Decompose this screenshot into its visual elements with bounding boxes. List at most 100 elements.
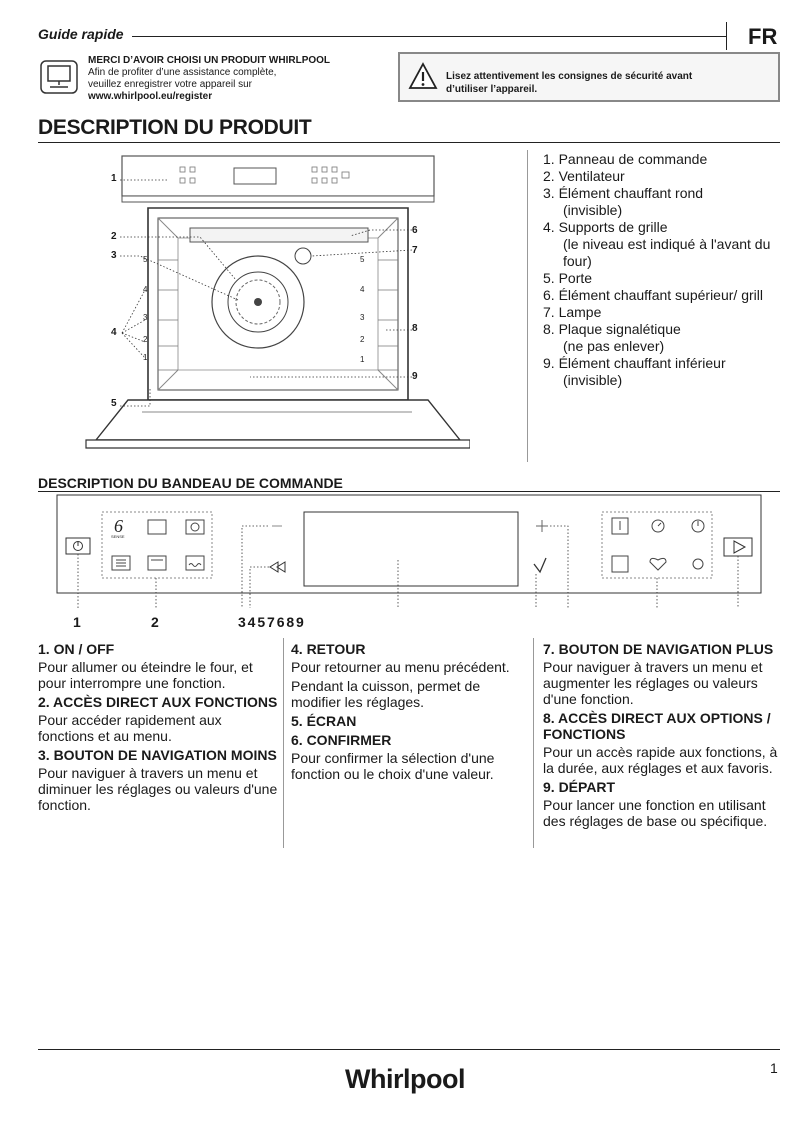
part-2: 2. Ventilateur <box>543 168 625 184</box>
timer-icon <box>651 519 665 533</box>
temperature-icon <box>611 517 629 535</box>
desc-1-title: 1. ON / OFF <box>38 641 115 657</box>
shelf-level-left-4: 4 <box>143 285 148 294</box>
desc-column-1: 1. ON / OFF Pour allumer ou éteindre le … <box>38 638 278 816</box>
shelf-level-left-2: 2 <box>143 335 148 344</box>
callout-5: 5 <box>111 398 117 409</box>
callout-1: 1 <box>111 173 117 184</box>
desc-4-extra: Pendant la cuisson, permet de modifier l… <box>291 678 481 710</box>
warning-triangle-icon <box>408 62 438 89</box>
desc-5-title: 5. ÉCRAN <box>291 713 357 729</box>
diagram-lamp <box>294 247 312 265</box>
display-screen <box>303 511 519 587</box>
back-icon[interactable] <box>269 561 279 573</box>
safety-warning-box: Lisez attentivement les consignes de séc… <box>398 52 780 102</box>
desc-7-text: Pour naviguer à travers un menu et augme… <box>543 659 763 707</box>
part-6: 6. Élément chauffant supérieur/ grill <box>543 287 763 303</box>
desc-9-text: Pour lancer une fonction en utilisant de… <box>543 797 768 829</box>
six-sense-small: SENSE <box>111 534 125 539</box>
shelf-level-left-1: 1 <box>143 353 148 362</box>
six-sense-logo: 6 <box>114 516 123 536</box>
diagram-door <box>94 399 462 441</box>
desc-9-title: 9. DÉPART <box>543 779 616 795</box>
desc-6-text: Pour confirmer la sélection d'une foncti… <box>291 750 495 782</box>
grill-function-icon <box>147 555 167 571</box>
desc-7-title: 7. BOUTON DE NAVIGATION PLUS <box>543 641 774 657</box>
panel-section-title: DESCRIPTION DU BANDEAU DE COMMANDE <box>38 475 343 491</box>
product-title-rule <box>38 142 780 143</box>
part-3: 3. Élément chauffant rond <box>543 185 704 201</box>
diagram-control-panel <box>121 155 435 197</box>
control-panel-diagram: 6 SENSE <box>56 494 762 608</box>
desc-1-text: Pour allumer ou éteindre le four, et pou… <box>38 659 253 691</box>
header-rule-tick <box>726 22 727 50</box>
confirm-check-icon[interactable] <box>533 557 547 574</box>
register-notice: MERCI D’AVOIR CHOISI UN PRODUIT WHIRLPOO… <box>88 55 330 103</box>
callout-8: 8 <box>412 323 418 334</box>
grill-options-icon <box>611 555 629 573</box>
panel-numbers-3-9: 3 4 5 7 6 8 9 <box>238 614 304 630</box>
register-line-1: Afin de profiter d’une assistance complè… <box>88 67 277 78</box>
part-8: 8. Plaque signalétique <box>543 321 681 337</box>
warning-text: Lisez attentivement les consignes de séc… <box>446 70 692 96</box>
desc-8-title: 8. ACCÈS DIRECT AUX OPTIONS / FONCTIONS <box>543 710 771 742</box>
part-9-note: (invisible) <box>563 372 623 388</box>
product-parts-list: 1. Panneau de commande 2. Ventilateur 3.… <box>543 151 781 389</box>
callout-9: 9 <box>412 371 418 382</box>
favorites-heart-icon <box>649 557 667 571</box>
callout-4: 4 <box>111 327 117 338</box>
desc-4-title: 4. RETOUR <box>291 641 366 657</box>
duration-icon <box>691 519 705 533</box>
monitor-icon <box>40 60 78 94</box>
footer-rule <box>38 1049 780 1050</box>
shelf-level-right-1: 1 <box>360 355 365 364</box>
panel-number-1: 1 <box>73 614 81 630</box>
callout-3: 3 <box>111 250 117 261</box>
desc-divider-2 <box>533 638 534 848</box>
desc-6-title: 6. CONFIRMER <box>291 732 392 748</box>
desc-3-text: Pour naviguer à travers un menu et dimin… <box>38 765 278 813</box>
settings-gear-icon <box>692 558 704 570</box>
header-rule <box>132 36 726 37</box>
desc-8-text: Pour un accès rapide aux fonctions, à la… <box>543 744 778 776</box>
part-1: 1. Panneau de commande <box>543 151 708 167</box>
desc-column-3: 7. BOUTON DE NAVIGATION PLUS Pour navigu… <box>543 638 783 832</box>
recipes-icon <box>147 519 167 535</box>
shelf-level-left-3: 3 <box>143 313 148 322</box>
desc-column-2: 4. RETOUR Pour retourner au menu précéde… <box>291 638 519 785</box>
shelf-level-right-3: 3 <box>360 313 365 322</box>
register-line-2: veuillez enregistrer votre appareil sur <box>88 79 252 90</box>
warning-line-1: Lisez attentivement les consignes de séc… <box>446 71 693 82</box>
product-section-title: DESCRIPTION DU PRODUIT <box>38 116 312 139</box>
register-url[interactable]: www.whirlpool.eu/register <box>88 91 213 102</box>
warning-line-2: d’utiliser l’appareil. <box>446 84 538 95</box>
whirlpool-logo: Whirlpool <box>345 1064 465 1094</box>
on-off-button[interactable] <box>65 537 91 555</box>
shelf-level-right-2: 2 <box>360 335 365 344</box>
product-divider <box>527 150 528 462</box>
part-4-note: (le niveau est indiqué à l'avant du four… <box>563 236 771 269</box>
part-7: 7. Lampe <box>543 304 602 320</box>
bottom-heat-icon <box>185 555 205 571</box>
shelf-level-right-5: 5 <box>360 255 365 264</box>
start-button[interactable] <box>723 537 753 557</box>
panel-title-rule <box>38 491 780 492</box>
desc-4-text: Pour retourner au menu précédent. <box>291 659 510 675</box>
oven-diagram: 5 4 3 2 1 5 4 3 2 1 <box>85 155 470 449</box>
guide-label: Guide rapide <box>38 26 124 42</box>
part-4: 4. Supports de grille <box>543 219 668 235</box>
page-number: 1 <box>770 1060 778 1076</box>
desc-divider-1 <box>283 638 284 848</box>
callout-6: 6 <box>412 225 418 236</box>
language-code: FR <box>748 24 778 49</box>
part-5: 5. Porte <box>543 270 593 286</box>
register-title: MERCI D’AVOIR CHOISI UN PRODUIT WHIRLPOO… <box>88 55 331 66</box>
shelf-level-right-4: 4 <box>360 285 365 294</box>
part-8-note: (ne pas enlever) <box>563 338 665 354</box>
panel-number-2: 2 <box>151 614 159 630</box>
part-3-note: (invisible) <box>563 202 623 218</box>
desc-3-title: 3. BOUTON DE NAVIGATION MOINS <box>38 747 277 763</box>
desc-2-title: 2. ACCÈS DIRECT AUX FONCTIONS <box>38 694 278 710</box>
shelf-level-left-5: 5 <box>143 255 148 264</box>
fan-function-icon <box>185 519 205 535</box>
